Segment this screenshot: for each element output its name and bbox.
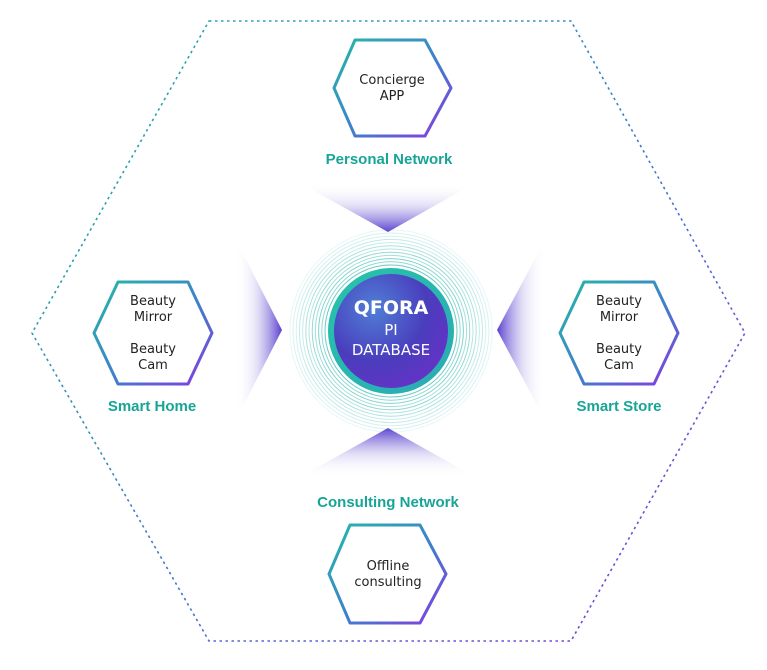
ripple-ring [308, 248, 474, 414]
ripple-ring [318, 258, 464, 404]
offline-consulting-hexagon[interactable] [327, 523, 448, 625]
beam-from-left [236, 240, 282, 420]
offline-consulting-line2: consulting [354, 575, 422, 590]
database-subtitle-pi: PI [384, 321, 398, 339]
smart-home-mirror-line1: Beauty [130, 294, 176, 309]
beam-from-bottom [300, 428, 475, 477]
beam-from-top [300, 183, 475, 232]
ripple-ring [314, 254, 468, 408]
smart-home-mirror-line2: Mirror [133, 310, 173, 325]
consulting-network-label: Consulting Network [317, 494, 459, 511]
ripple-ring [311, 251, 471, 411]
ripple-ring [321, 261, 461, 401]
smart-store-mirror-line2: Mirror [599, 310, 639, 325]
smart-store-mirror-line1: Beauty [596, 294, 642, 309]
offline-consulting-line1: Offline [366, 559, 410, 574]
ripple-ring [289, 229, 493, 433]
concierge-app-line2: APP [379, 89, 405, 104]
smart-store-cam-line2: Cam [604, 358, 634, 373]
database-core [334, 274, 448, 388]
concierge-app-hexagon[interactable] [332, 38, 453, 138]
concierge-app-line1: Concierge [359, 73, 425, 88]
database-ripple-rings [289, 229, 493, 433]
beam-from-right [497, 240, 545, 420]
ripple-ring [295, 235, 487, 427]
smart-store-cam-line1: Beauty [596, 342, 642, 357]
personal-network-label: Personal Network [325, 151, 453, 168]
ripple-ring [292, 232, 490, 430]
smart-home-cam-line2: Cam [138, 358, 168, 373]
ripple-ring [324, 264, 458, 398]
database-subtitle: DATABASE [351, 341, 431, 359]
ripple-ring [305, 245, 477, 417]
ripple-ring [298, 238, 484, 424]
database-title: QFORA [353, 297, 429, 319]
ripple-ring [302, 242, 480, 420]
smart-store-label: Smart Store [576, 398, 662, 415]
smart-home-cam-line1: Beauty [130, 342, 176, 357]
smart-home-label: Smart Home [107, 398, 197, 415]
outer-network-boundary [31, 20, 746, 642]
